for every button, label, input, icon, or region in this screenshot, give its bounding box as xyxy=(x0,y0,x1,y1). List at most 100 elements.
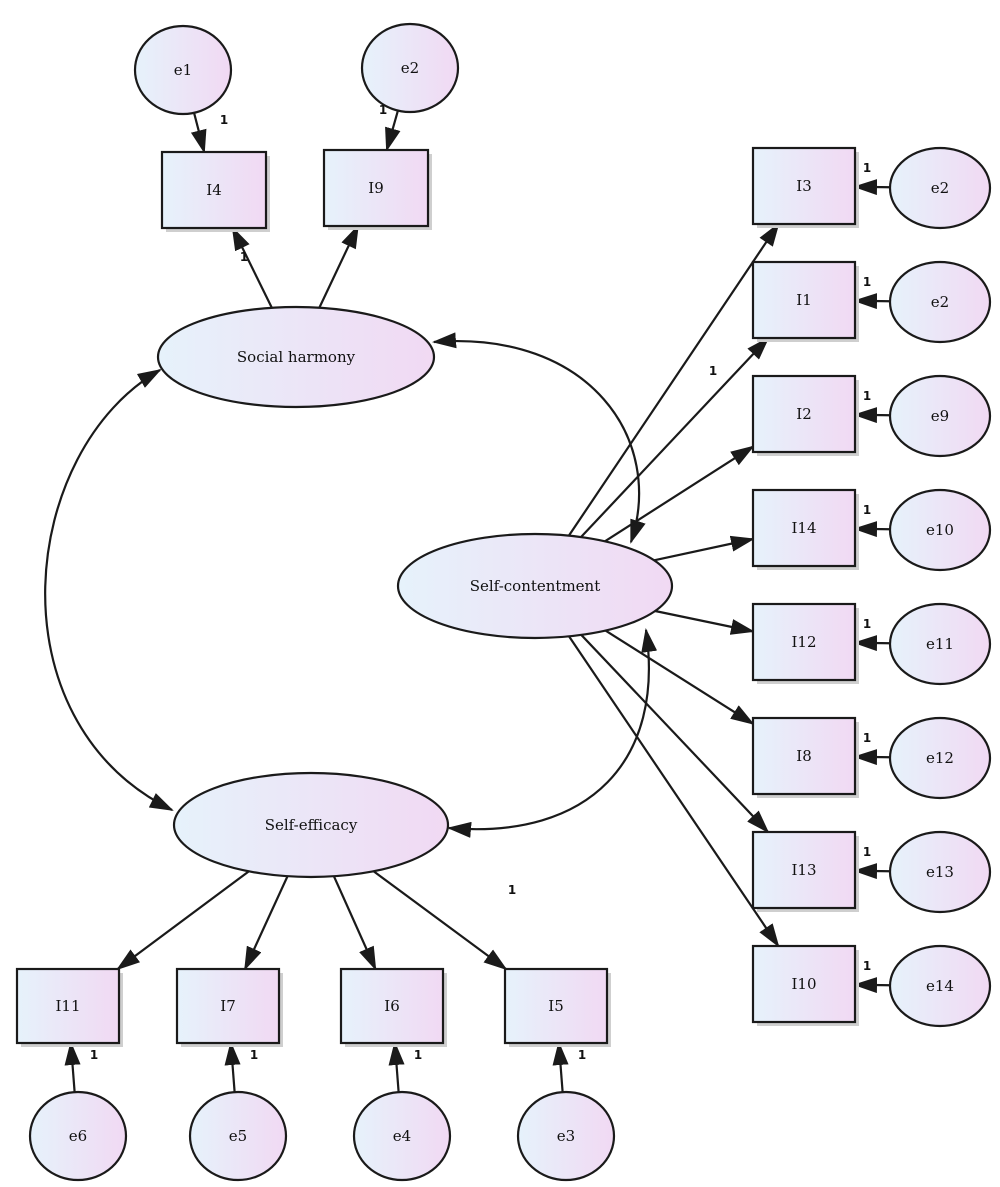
path-e5-to-i7 xyxy=(224,1041,241,1093)
error-e2-i9-label: e2 xyxy=(401,59,419,77)
path-e4-to-i6 xyxy=(388,1041,405,1093)
indicator-i8-label: I8 xyxy=(796,747,811,765)
loading-weight-i4: 1 xyxy=(240,250,248,264)
error-e14-i10-label: e14 xyxy=(926,977,954,995)
error-e14-i10: e14 xyxy=(888,944,992,1028)
latent-social-harmony: Social harmony xyxy=(156,305,436,409)
latent-self-efficacy-label: Self-efficacy xyxy=(265,816,358,834)
weight-e6-i11: 1 xyxy=(90,1048,98,1062)
weight-e5-i7: 1 xyxy=(250,1048,258,1062)
weight-e2-i1: 1 xyxy=(863,275,871,289)
indicator-i11-label: I11 xyxy=(55,997,80,1015)
loading-self-contentment-to-i3 xyxy=(567,222,780,537)
covariance-self-contentment-self-efficacy xyxy=(447,628,658,838)
indicator-i14-label: I14 xyxy=(791,519,816,537)
indicator-i9-label: I9 xyxy=(368,179,383,197)
indicator-i6: I6 xyxy=(339,967,447,1047)
indicator-i13: I13 xyxy=(751,830,859,912)
indicator-i4-label: I4 xyxy=(206,181,221,199)
loading-self-contentment-to-i13 xyxy=(580,634,770,834)
path-e13-to-i13 xyxy=(853,863,891,880)
indicator-i8: I8 xyxy=(751,716,859,798)
error-e3-i5: e3 xyxy=(516,1090,616,1182)
indicator-i1-label: I1 xyxy=(796,291,811,309)
latent-self-efficacy: Self-efficacy xyxy=(172,771,450,879)
loading-self-contentment-to-i1 xyxy=(580,336,770,538)
loading-self-contentment-to-i8 xyxy=(604,629,755,725)
error-e2-i9: e2 xyxy=(360,22,460,114)
weight-e2-i9: 1 xyxy=(379,103,387,117)
error-e11-i12: e11 xyxy=(888,602,992,686)
loading-self-contentment-to-i12 xyxy=(654,609,755,635)
indicator-i6-label: I6 xyxy=(384,997,399,1015)
error-e9-i2: e9 xyxy=(888,374,992,458)
weight-e9-i2: 1 xyxy=(863,389,871,403)
edges-layer xyxy=(44,110,891,1093)
error-e13-i13-label: e13 xyxy=(926,863,954,881)
path-e2-to-i9 xyxy=(385,110,401,152)
nodes-layer: Social harmonySelf-contentmentSelf-effic… xyxy=(15,22,992,1182)
path-e14-to-i10 xyxy=(853,977,891,994)
indicator-i9: I9 xyxy=(322,148,432,230)
error-e4-i6-label: e4 xyxy=(393,1127,411,1145)
error-e2-i3: e2 xyxy=(888,146,992,230)
indicator-i10-label: I10 xyxy=(791,975,816,993)
indicator-i4: I4 xyxy=(160,150,270,232)
error-e6-i11: e6 xyxy=(28,1090,128,1182)
weight-e14-i10: 1 xyxy=(863,959,871,973)
path-e10-to-i14 xyxy=(853,521,891,538)
indicator-i7: I7 xyxy=(175,967,283,1047)
indicator-i5: I5 xyxy=(503,967,611,1047)
indicator-i12-label: I12 xyxy=(791,633,816,651)
latent-self-contentment-label: Self-contentment xyxy=(470,577,601,595)
error-e1-i4-label: e1 xyxy=(174,61,192,79)
error-e5-i7-label: e5 xyxy=(229,1127,247,1145)
loading-self-efficacy-to-i11 xyxy=(116,870,250,971)
error-e11-i12-label: e11 xyxy=(926,635,954,653)
weight-e1-i4: 1 xyxy=(220,113,228,127)
path-e1-to-i4 xyxy=(190,112,207,154)
indicator-i11: I11 xyxy=(15,967,123,1047)
error-e12-i8-label: e12 xyxy=(926,749,954,767)
indicator-i13-label: I13 xyxy=(791,861,816,879)
indicator-i1: I1 xyxy=(751,260,859,342)
loading-self-contentment-to-i2 xyxy=(604,445,755,543)
indicator-i2-label: I2 xyxy=(796,405,811,423)
weight-e2-i3: 1 xyxy=(863,161,871,175)
indicator-i14: I14 xyxy=(751,488,859,570)
error-e2-i3-label: e2 xyxy=(931,179,949,197)
error-e12-i8: e12 xyxy=(888,716,992,800)
loading-weight-i5: 1 xyxy=(508,883,516,897)
path-e12-to-i8 xyxy=(853,749,891,766)
weight-e13-i13: 1 xyxy=(863,845,871,859)
loading-weight-i1: 1 xyxy=(709,364,717,378)
latent-self-contentment: Self-contentment xyxy=(396,532,674,640)
indicator-i3: I3 xyxy=(751,146,859,228)
error-e10-i14-label: e10 xyxy=(926,521,954,539)
loading-self-efficacy-to-i5 xyxy=(372,870,508,971)
error-e2-i1: e2 xyxy=(888,260,992,344)
path-e11-to-i12 xyxy=(853,635,891,652)
error-e4-i6: e4 xyxy=(352,1090,452,1182)
latent-social-harmony-label: Social harmony xyxy=(237,348,356,366)
indicator-i7-label: I7 xyxy=(220,997,235,1015)
error-e3-i5-label: e3 xyxy=(557,1127,575,1145)
loading-self-contentment-to-i14 xyxy=(653,535,755,562)
error-e10-i14: e10 xyxy=(888,488,992,572)
covariance-social-harmony-self-contentment xyxy=(432,332,646,544)
weight-e12-i8: 1 xyxy=(863,731,871,745)
weight-e11-i12: 1 xyxy=(863,617,871,631)
loading-self-efficacy-to-i7 xyxy=(243,875,289,971)
weight-e10-i14: 1 xyxy=(863,503,871,517)
error-e13-i13: e13 xyxy=(888,830,992,914)
loading-social-harmony-to-i9 xyxy=(318,224,360,309)
indicator-i5-label: I5 xyxy=(548,997,563,1015)
loading-self-efficacy-to-i6 xyxy=(332,875,377,971)
path-e6-to-i11 xyxy=(64,1041,81,1093)
covariance-social-harmony-self-efficacy xyxy=(44,369,174,811)
path-e2-to-i3 xyxy=(853,179,891,196)
error-e5-i7: e5 xyxy=(188,1090,288,1182)
path-e2-to-i1 xyxy=(853,293,891,310)
